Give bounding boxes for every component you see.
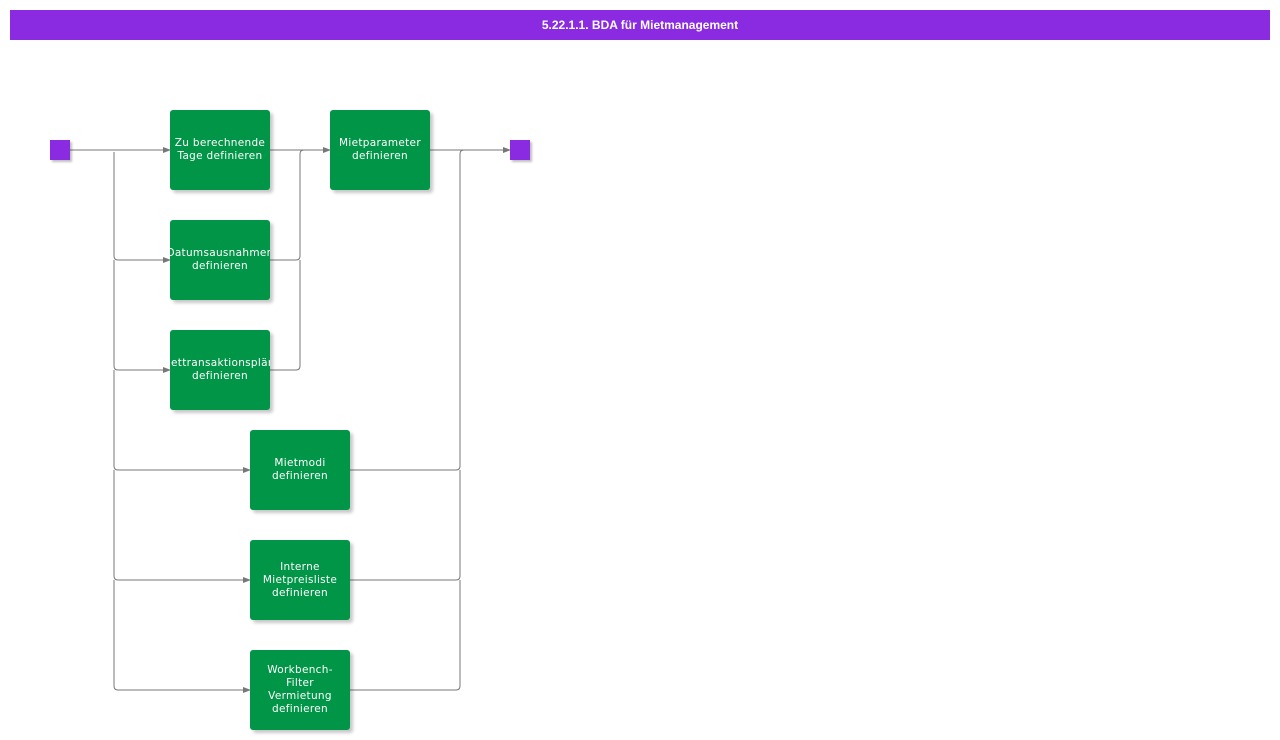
- edge-miettrans-mietparam: [270, 260, 301, 371]
- node-miettransaktionsplaene-definieren[interactable]: Miettransaktionspläne definieren: [170, 330, 270, 410]
- diagram-title: 5.22.1.1. BDA für Mietmanagement: [10, 10, 1270, 40]
- edge-start-workbench: [113, 580, 251, 693]
- node-label: Mietmodi definieren: [272, 457, 328, 482]
- node-label: Mietparameter definieren: [339, 137, 421, 162]
- node-mietparameter-definieren[interactable]: Mietparameter definieren: [330, 110, 430, 190]
- node-mietmodi-definieren[interactable]: Mietmodi definieren: [250, 430, 350, 510]
- node-tage-definieren[interactable]: Zu berechnende Tage definieren: [170, 110, 270, 190]
- node-workbench-filter-vermietung-definieren[interactable]: Workbench- Filter Vermietung definieren: [250, 650, 350, 730]
- edge-start-datum: [113, 152, 171, 263]
- node-interne-mietpreisliste-definieren[interactable]: Interne Mietpreisliste definieren: [250, 540, 350, 620]
- edge-start-mietmodi: [113, 370, 251, 473]
- start-terminal: [50, 140, 70, 160]
- node-datumsausnahmen-definieren[interactable]: Datumsausnahmen definieren: [170, 220, 270, 300]
- node-label: Datumsausnahmen definieren: [170, 247, 270, 272]
- node-label: Zu berechnende Tage definieren: [174, 137, 266, 162]
- edge-preisliste-end: [350, 470, 461, 581]
- edge-workbench-end: [350, 580, 461, 691]
- edge-start-miettrans: [113, 260, 171, 373]
- node-label: Workbench- Filter Vermietung definieren: [267, 664, 333, 715]
- node-label: Miettransaktionspläne definieren: [170, 357, 270, 382]
- edge-start-preisliste: [113, 470, 251, 583]
- end-terminal: [510, 140, 530, 160]
- node-label: Interne Mietpreisliste definieren: [262, 560, 338, 599]
- edge-datum-mietparam: [270, 149, 305, 261]
- edge-mietmodi-end: [350, 149, 465, 471]
